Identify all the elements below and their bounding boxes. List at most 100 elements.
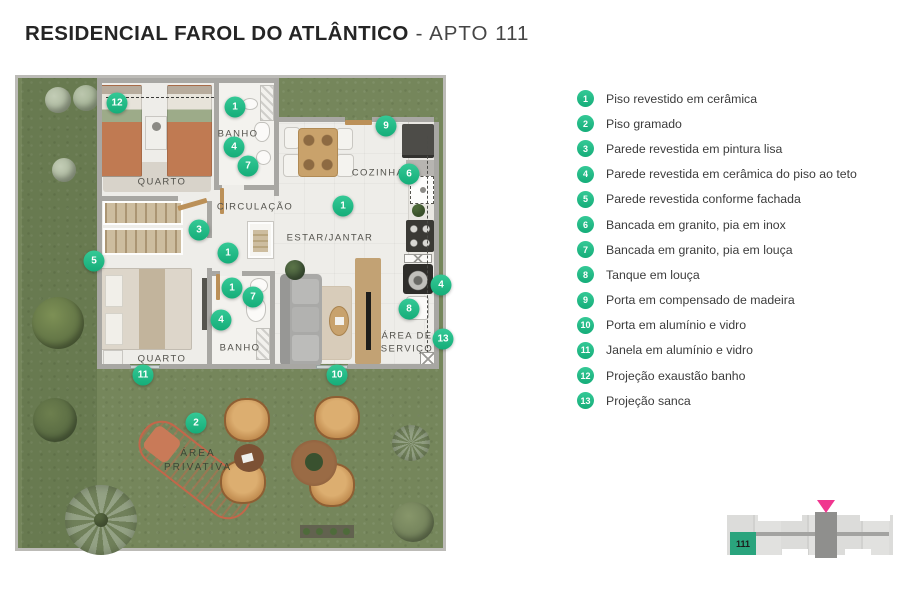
sofa-icon: [280, 274, 322, 366]
blanket-stripe: [139, 269, 165, 349]
plan-number-badge: 1: [332, 195, 354, 217]
legend-number-badge: 4: [577, 165, 594, 183]
fridge-icon: [402, 124, 434, 158]
exhaust-projection-line: [106, 97, 214, 98]
sanca-projection-line: [427, 136, 428, 363]
room-label: BANHO: [219, 342, 261, 354]
room-label: BANHO: [217, 128, 259, 140]
location-marker-icon: [817, 500, 835, 513]
wall-segment: [348, 364, 434, 369]
plan-number-badge: 11: [132, 364, 154, 386]
legend-item-label: Piso gramado: [606, 116, 682, 131]
plant-icon: [412, 204, 425, 217]
wardrobe-icon: [103, 228, 183, 255]
legend-number-badge: 5: [577, 190, 594, 208]
legend-number-badge: 6: [577, 216, 594, 234]
legend-number-badge: 8: [577, 266, 594, 284]
tv-icon: [366, 292, 371, 350]
pillow: [105, 313, 123, 345]
room-label: QUARTO: [137, 353, 187, 365]
legend-item: 6 Bancada em granito, pia em inox: [577, 212, 857, 237]
legend-number-badge: 13: [577, 392, 594, 410]
room-label: QUARTO: [137, 176, 187, 188]
wall-segment: [270, 271, 275, 369]
legend-item-label: Bancada em granito, pia em inox: [606, 217, 786, 232]
plan-number-badge: 10: [326, 364, 348, 386]
title-main: RESIDENCIAL FAROL DO ATLÂNTICO: [25, 22, 409, 45]
nightstand-icon: [145, 116, 167, 150]
side-table-card: [241, 452, 254, 464]
legend-number-badge: 2: [577, 115, 594, 133]
room-label: COZINHA: [351, 167, 405, 179]
plan-number-badge: 1: [221, 277, 243, 299]
legend-number-badge: 1: [577, 90, 594, 108]
wall-segment: [97, 78, 102, 369]
fern-icon: [392, 425, 430, 461]
building-notch: [845, 549, 871, 555]
building-notch: [860, 515, 890, 521]
plan-number-badge: 7: [242, 286, 264, 308]
building-core: [815, 512, 837, 558]
building-notch: [782, 549, 808, 555]
title-suffix: - APTO 111: [415, 22, 530, 45]
legend-item: 2 Piso gramado: [577, 111, 857, 136]
sink-icon: [256, 150, 271, 165]
legend-item-label: Projeção exaustão banho: [606, 368, 746, 383]
bush-icon: [33, 398, 77, 442]
plan-number-badge: 3: [188, 219, 210, 241]
legend-item-label: Parede revestida conforme fachada: [606, 192, 801, 207]
plant-icon: [285, 260, 305, 280]
sofa-back: [280, 274, 290, 366]
wall-segment: [274, 78, 279, 196]
entry-door-leaf: [345, 120, 372, 125]
bathroom-door-leaf: [220, 188, 224, 214]
plan-number-badge: 4: [223, 136, 245, 158]
faucet: [420, 187, 426, 193]
plan-number-badge: 5: [83, 250, 105, 272]
corridor-line: [739, 532, 889, 536]
bush-icon: [52, 158, 76, 182]
room-label: ÁREA DE SERVIÇO: [380, 330, 434, 355]
unit-badge: 111: [730, 532, 756, 555]
pillow: [105, 275, 123, 307]
wall-segment: [434, 122, 439, 369]
wall-segment: [207, 201, 212, 238]
plan-number-badge: 7: [237, 155, 259, 177]
wall-segment: [214, 78, 219, 190]
legend-number-badge: 11: [577, 341, 594, 359]
sofa-cushion: [292, 307, 319, 332]
legend-item: 5 Parede revestida conforme fachada: [577, 187, 857, 212]
wall-segment: [242, 271, 270, 276]
legend-number-badge: 3: [577, 140, 594, 158]
side-table-icon: [234, 444, 264, 472]
plan-number-badge: 4: [430, 274, 452, 296]
garden-table-icon: [291, 440, 337, 486]
bush-icon: [392, 502, 434, 542]
legend-item: 8 Tanque em louça: [577, 262, 857, 287]
legend-number-badge: 12: [577, 367, 594, 385]
legend-number-badge: 10: [577, 316, 594, 334]
garden-chair-icon: [224, 398, 270, 442]
sofa-cushion: [292, 335, 319, 361]
plan-number-badge: 13: [432, 328, 454, 350]
wall-segment: [97, 364, 130, 369]
washing-machine-icon: [403, 264, 433, 294]
tree-icon: [32, 297, 84, 349]
wall-segment: [160, 364, 316, 369]
table-plant: [305, 453, 323, 471]
table-book: [335, 317, 344, 325]
shower-icon: [256, 328, 270, 360]
counter-hatch: [404, 254, 432, 263]
toilet-icon: [254, 122, 270, 142]
room-label: ESTAR/JANTAR: [286, 232, 374, 244]
legend-item-label: Tanque em louça: [606, 267, 700, 282]
legend-number-badge: 9: [577, 291, 594, 309]
page-title: RESIDENCIAL FAROL DO ATLÂNTICO - APTO 111: [25, 22, 529, 46]
